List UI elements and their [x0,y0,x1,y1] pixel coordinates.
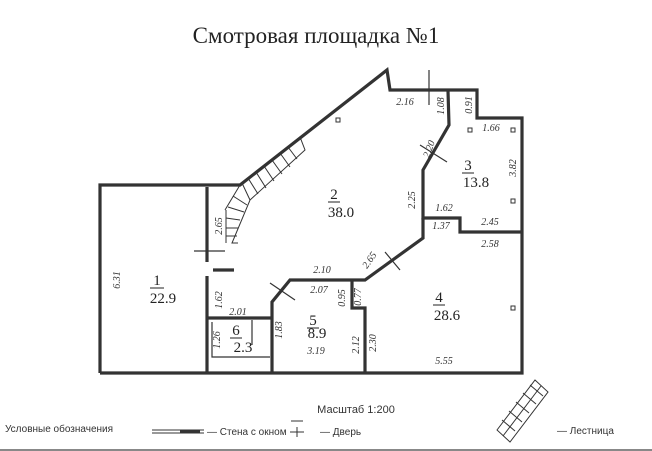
svg-text:2.25: 2.25 [407,191,418,209]
svg-text:0.77: 0.77 [353,287,364,306]
svg-text:1.66: 1.66 [482,123,500,134]
svg-text:2.65: 2.65 [360,250,379,271]
legend-window-wall: — Стена с окном [207,427,287,438]
svg-text:0.95: 0.95 [337,289,348,307]
plan-title: Смотровая площадка №1 [193,23,440,48]
svg-text:2.3: 2.3 [234,340,253,356]
room-3: 3 13.8 [462,158,489,191]
legend-stairs: — Лестница [557,426,614,437]
svg-text:1.83: 1.83 [274,321,285,339]
svg-text:2.16: 2.16 [396,97,414,108]
svg-text:3.19: 3.19 [306,346,325,357]
svg-text:1.62: 1.62 [435,203,453,214]
svg-text:2.45: 2.45 [481,217,499,228]
svg-text:6: 6 [232,323,240,339]
svg-text:2.20: 2.20 [421,139,437,159]
window-wall-symbol [152,429,204,434]
legend-door: — Дверь [320,427,361,438]
svg-text:1.26: 1.26 [212,331,223,349]
svg-text:2.30: 2.30 [368,334,379,352]
svg-text:22.9: 22.9 [150,291,176,307]
room-1: 1 22.9 [150,273,176,307]
svg-text:2.12: 2.12 [351,336,362,354]
legend-heading: Условные обозначения [5,423,113,435]
svg-text:3: 3 [464,158,472,174]
room-6: 6 2.3 [230,323,252,356]
svg-text:2.01: 2.01 [229,307,247,318]
interior-walls [205,90,522,373]
svg-text:38.0: 38.0 [328,205,354,221]
room-5: 5 8.9 [307,313,326,342]
stairs-symbol [496,379,549,443]
svg-text:2.58: 2.58 [481,239,499,250]
svg-text:8.9: 8.9 [308,326,327,342]
svg-text:1: 1 [153,273,161,289]
room-4: 4 28.6 [433,290,461,324]
svg-text:2.10: 2.10 [313,265,331,276]
svg-text:2.07: 2.07 [310,285,329,296]
svg-text:0.91: 0.91 [464,96,475,114]
svg-text:2: 2 [330,187,338,203]
svg-text:13.8: 13.8 [463,175,489,191]
svg-text:1.08: 1.08 [436,97,447,115]
svg-text:6.31: 6.31 [112,271,123,289]
svg-text:3.82: 3.82 [508,159,519,178]
staircase [224,136,306,244]
outer-walls [98,67,524,375]
svg-text:1.37: 1.37 [432,221,451,232]
columns [335,117,516,311]
door-symbol [290,420,304,437]
room-2: 2 38.0 [328,187,354,221]
svg-text:5.55: 5.55 [435,356,453,367]
scale-label: Масштаб 1:200 [317,404,395,416]
svg-text:1.62: 1.62 [214,291,225,309]
svg-text:28.6: 28.6 [434,308,461,324]
svg-text:4: 4 [435,290,443,306]
door-marks [194,70,448,345]
svg-text:2.65: 2.65 [214,217,225,235]
svg-text:5: 5 [309,313,317,329]
